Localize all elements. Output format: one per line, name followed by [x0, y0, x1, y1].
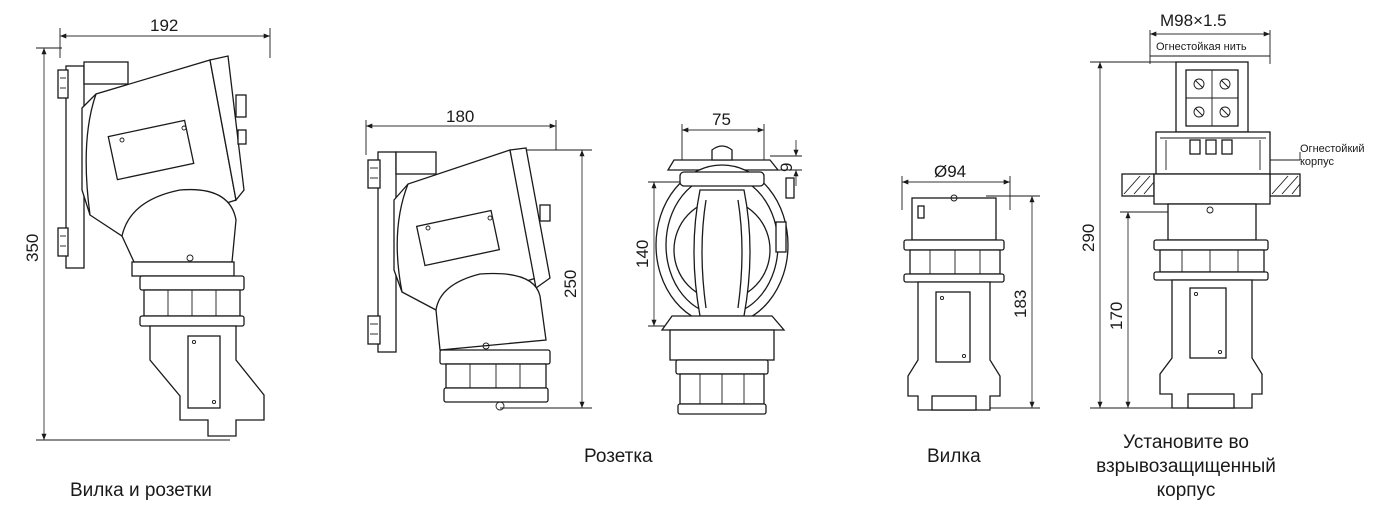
caption-plug: Вилка	[927, 446, 981, 467]
dim-180: 180	[446, 107, 474, 126]
dim-140: 140	[633, 240, 652, 268]
dim-9: 9	[777, 163, 796, 172]
dim-183: 183	[1011, 290, 1030, 318]
drawing-plug: Ø94 183	[901, 162, 1040, 411]
drawing-plug-and-socket: 192 350	[23, 16, 271, 441]
dim-192: 192	[150, 16, 178, 35]
caption-socket: Розетка	[584, 446, 653, 467]
caption-install-line-1: Установите во	[1123, 432, 1249, 453]
dim-diameter-94: Ø94	[934, 162, 966, 181]
dim-75: 75	[712, 110, 731, 129]
dim-290: 290	[1079, 224, 1098, 252]
drawing-socket-side: 180 250	[365, 107, 592, 411]
caption-install-line-3: корпус	[1157, 480, 1216, 501]
fire-thread-label: Огнестойкая нить	[1156, 41, 1247, 53]
fire-body-label-2: корпус	[1300, 156, 1335, 168]
dim-170: 170	[1107, 302, 1126, 330]
fire-body-label-1: Огнестойкий	[1300, 143, 1365, 155]
wall-hatch	[1121, 173, 1301, 197]
dim-350: 350	[23, 234, 42, 262]
thread-spec: M98×1.5	[1160, 11, 1227, 30]
dim-250: 250	[561, 270, 580, 298]
drawing-socket-front: 75 9 140	[633, 110, 802, 415]
caption-plug-and-socket: Вилка и розетки	[70, 480, 212, 501]
caption-install-line-2: взрывозащищенный	[1096, 456, 1276, 477]
drawing-install: M98×1.5 Огнестойкая нить 290 170	[1079, 11, 1365, 409]
